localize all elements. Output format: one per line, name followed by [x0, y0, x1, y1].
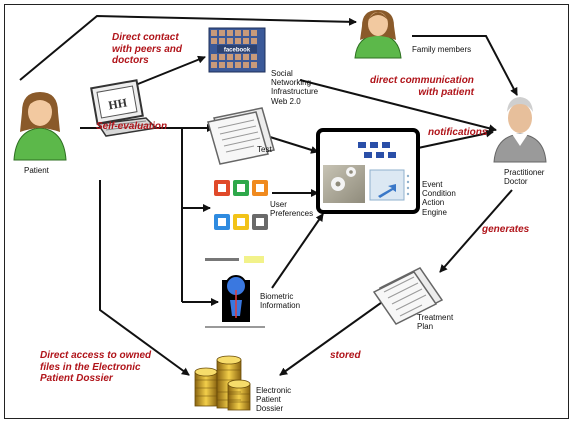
- treatment-plan-label: Treatment Plan: [417, 313, 454, 332]
- engine-label: Event Condition Action Engine: [422, 180, 456, 217]
- facebook-logo-text: facebook: [224, 48, 251, 54]
- self-evaluation-label: Self-evaluation: [96, 121, 168, 132]
- edge-practitioner-to-treatment: [439, 189, 513, 273]
- edge-patient-to-top: [19, 14, 357, 81]
- social-network-image: facebook: [208, 27, 266, 73]
- test-document-icon: [207, 107, 275, 165]
- edge-family-to-practitioner: [412, 35, 518, 96]
- engine-box: [316, 128, 420, 214]
- family-members-label: Family members: [412, 45, 472, 54]
- test-label: Test: [257, 145, 272, 154]
- notifications-label: notifications: [428, 127, 488, 138]
- stored-label: stored: [330, 350, 361, 361]
- svg-text:HH: HH: [107, 95, 128, 112]
- edge-test-to-engine: [269, 136, 319, 154]
- edge-laptop-to-dossier: [99, 180, 190, 376]
- direct-communication-label: direct communication with patient: [370, 75, 474, 98]
- edge-engine-to-practitioner: [417, 129, 494, 149]
- social-networking-label: Social Networking Infrastructure Web 2.0: [271, 69, 319, 106]
- biometric-image: [205, 256, 265, 328]
- direct-access-label: Direct access to owned files in the Elec…: [40, 350, 152, 384]
- network-nodes-icon: [358, 142, 396, 158]
- diagram-frame: [4, 4, 569, 419]
- edge-biometric-to-engine: [271, 213, 324, 289]
- edge-treatment-to-dossier: [279, 299, 386, 376]
- family-member-icon: [354, 10, 402, 59]
- treatment-plan-icon: [372, 267, 444, 325]
- user-preferences-icon: [214, 180, 268, 230]
- biometric-label: Biometric Information: [260, 292, 301, 311]
- laptop-icon: HH: [90, 79, 158, 137]
- arrow-icon: [378, 184, 396, 198]
- user-preferences-label: User Preferences: [270, 200, 314, 219]
- edge-social-to-practitioner: [299, 79, 497, 133]
- direct-contact-label: Direct contact with peers and doctors: [112, 32, 183, 66]
- edge-laptop-to-social: [127, 55, 206, 89]
- patient-icon: [13, 92, 67, 161]
- patient-label: Patient: [24, 166, 49, 175]
- dossier-coins-icon: [194, 355, 251, 411]
- practitioner-icon: [493, 97, 547, 163]
- practitioner-label: Practitioner Doctor: [504, 168, 545, 187]
- generates-label: generates: [482, 224, 530, 235]
- dossier-label: Electronic Patient Dossier: [256, 386, 292, 414]
